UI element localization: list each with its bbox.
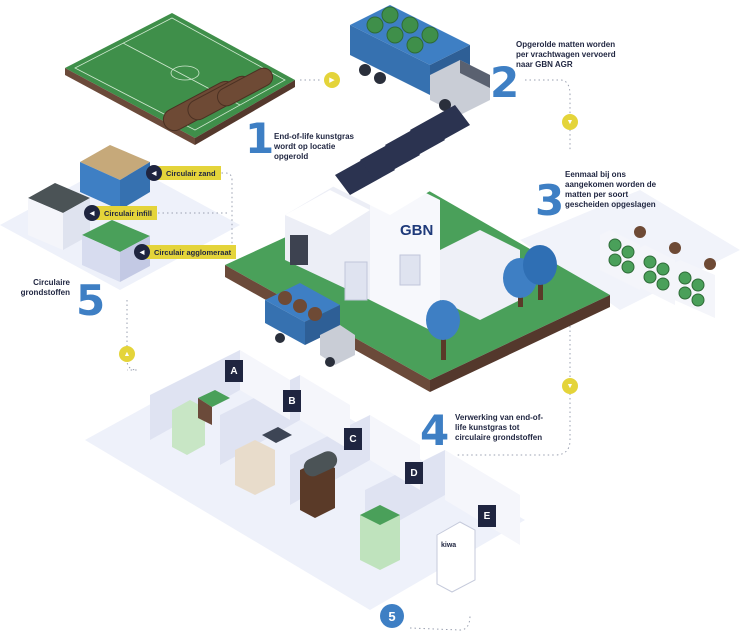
arrow-down-icon: ▼: [562, 378, 578, 394]
processing-rooms: [150, 350, 520, 593]
tag-label: Circulair agglomeraat: [154, 247, 232, 257]
room-d-label: D: [405, 462, 423, 484]
truck-small: [265, 283, 355, 367]
room-a-label: A: [225, 360, 243, 382]
trees: [426, 245, 557, 360]
step-2-number: 2: [490, 58, 520, 107]
arrow-down-icon: ▼: [562, 114, 578, 130]
room-b-label: B: [283, 390, 301, 412]
tag-label: Circulair infill: [104, 208, 152, 218]
room-e-label: E: [478, 505, 496, 527]
step-4-text: Verwerking van end-of-life kunstgras tot…: [455, 413, 544, 442]
gbn-logo: GBN: [400, 222, 434, 239]
step-3-number: 3: [535, 176, 565, 225]
step-4-number: 4: [420, 406, 450, 455]
step-2-text: Opgerolde matten worden per vrachtwagen …: [516, 40, 616, 69]
kiwa-certificate-logo: kiwa: [441, 542, 457, 549]
room-c-label: C: [344, 428, 362, 450]
storage-stacks: [600, 226, 716, 318]
step-5-text: Circulaire grondstoffen: [20, 278, 70, 297]
tag-circulair-zand: ◀ Circulair zand: [146, 165, 221, 181]
end-step-badge: 5: [380, 604, 404, 628]
tag-label: Circulair zand: [166, 168, 216, 178]
truck-top: [350, 5, 490, 115]
step-5-number: 5: [76, 276, 106, 325]
football-field: [65, 13, 295, 145]
step-1-text: End-of-life kunstgras wordt op locatie o…: [274, 132, 355, 161]
arrow-up-icon: ▲: [119, 346, 135, 362]
material-boxes: [28, 145, 150, 282]
play-icon: ◀: [146, 165, 162, 181]
play-icon: ◀: [134, 244, 150, 260]
tag-circulair-agglomeraat: ◀ Circulair agglomeraat: [134, 244, 237, 260]
step-1-number: 1: [245, 114, 275, 163]
tag-circulair-infill: ◀ Circulair infill: [84, 205, 157, 221]
play-icon: ◀: [84, 205, 100, 221]
arrow-right-icon: ▶: [324, 72, 340, 88]
step-3-text: Eenmaal bij ons aangekomen worden de mat…: [565, 170, 657, 209]
building: [285, 105, 520, 335]
